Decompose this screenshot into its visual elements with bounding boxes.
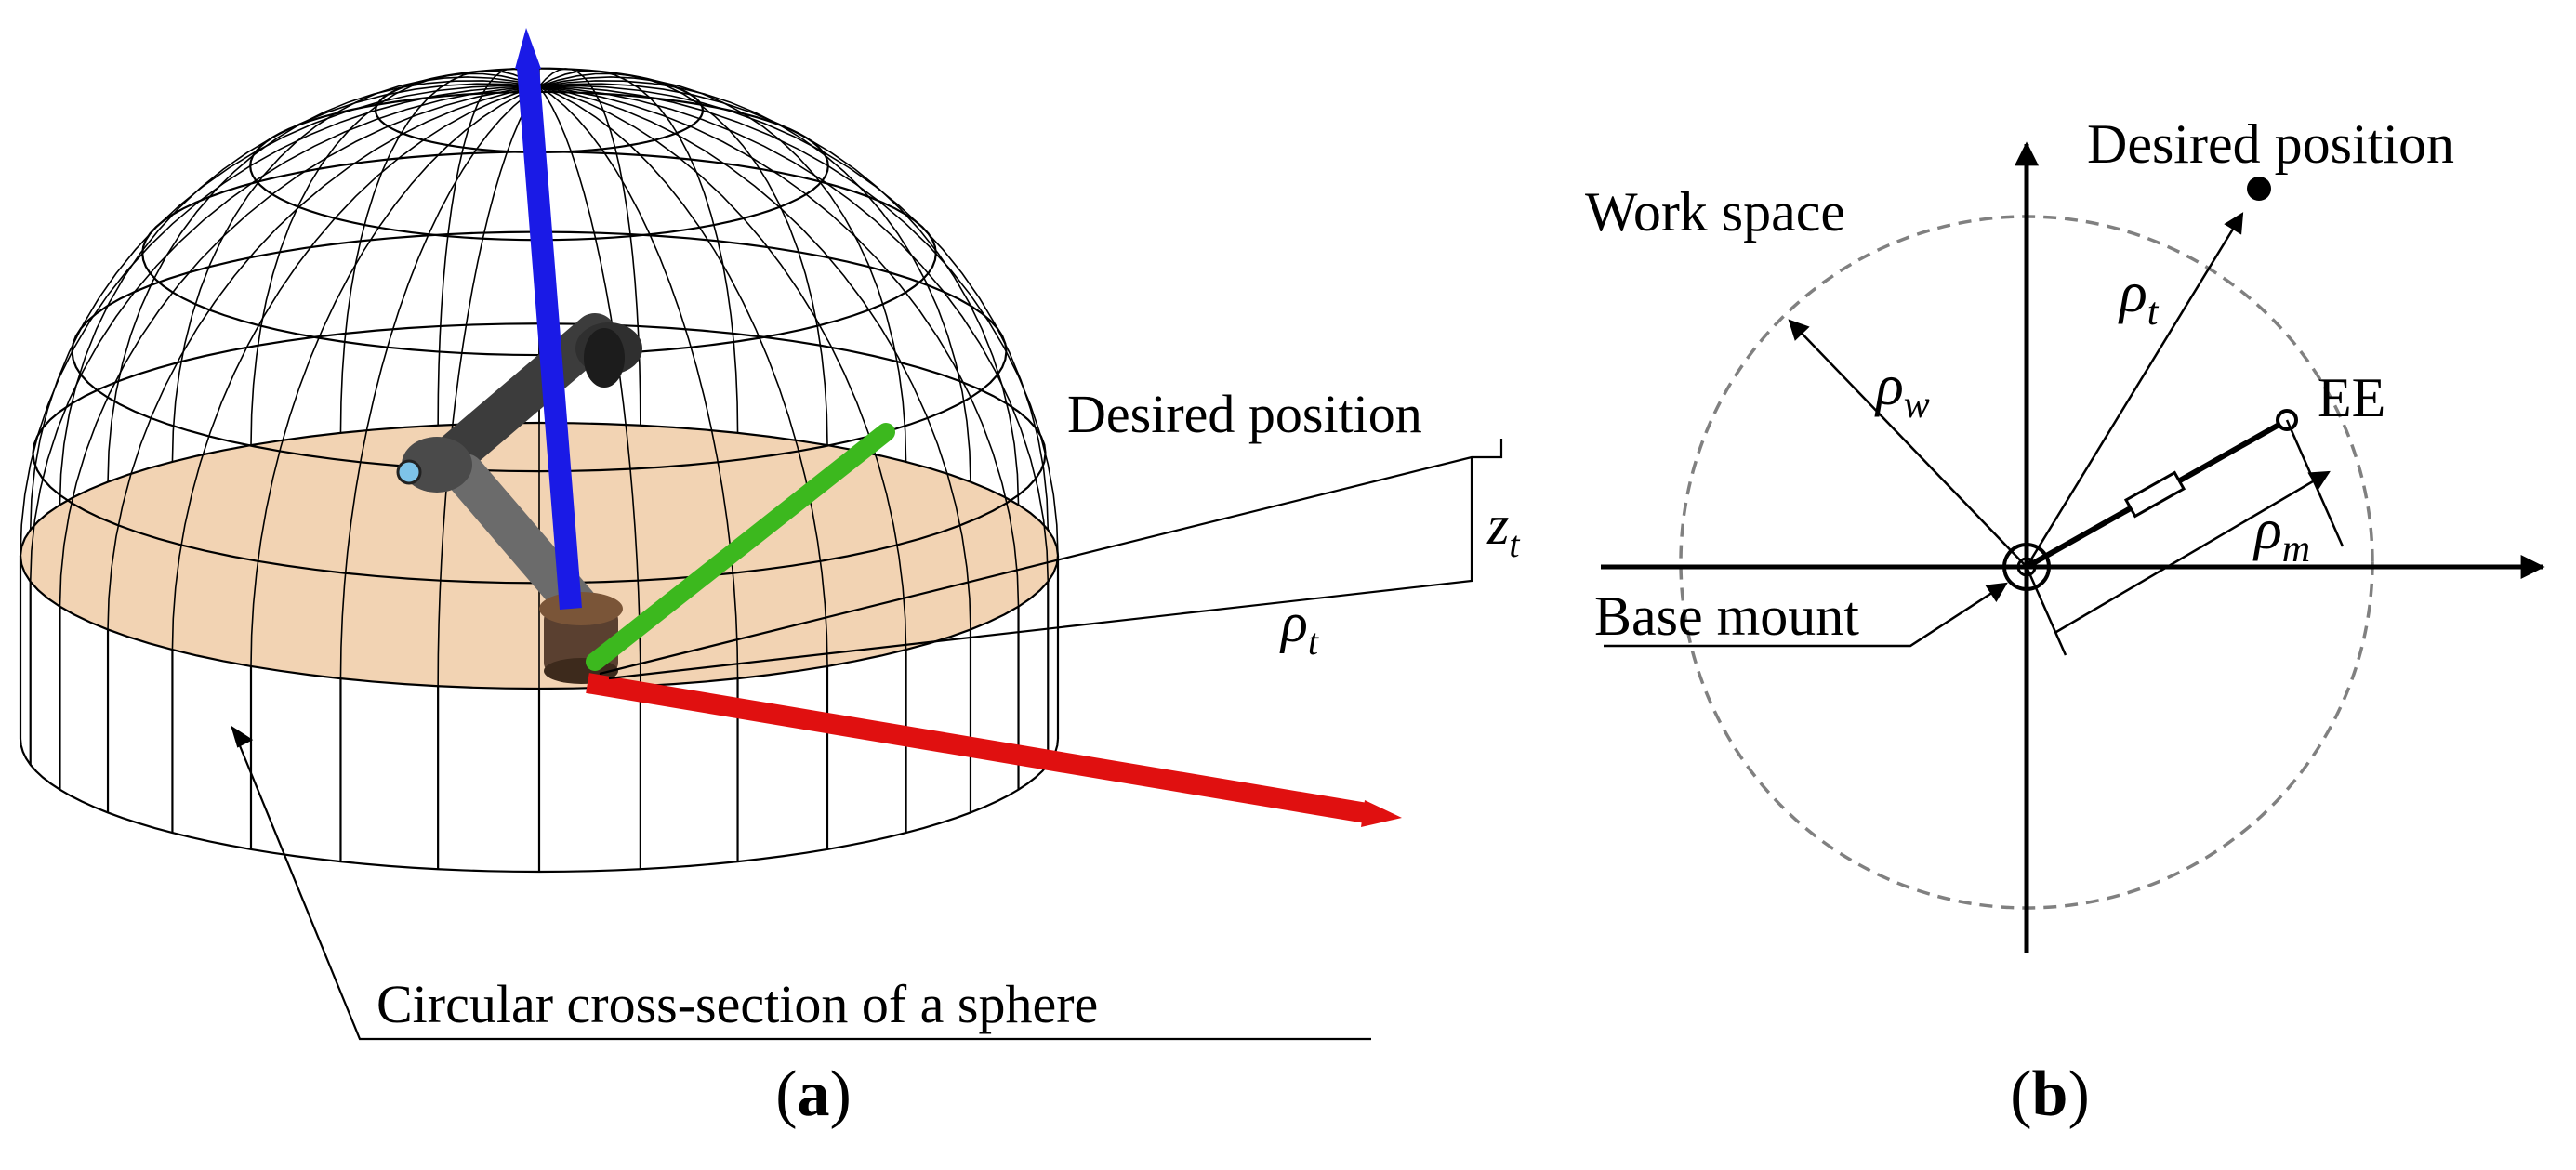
meridian-line [339, 85, 540, 679]
panel-b-top-view: Desired position Work space EE Base moun… [1585, 113, 2545, 1130]
rho-w-arrow [1788, 319, 2028, 568]
meridian-line [59, 85, 540, 607]
desired-position-dot [2247, 177, 2271, 201]
base-mount-leader [1604, 582, 2008, 648]
rho-t-subscript: t [2147, 291, 2160, 334]
y-axis-arrow [586, 423, 895, 671]
meridian-line [538, 72, 828, 446]
meridian-line [538, 85, 641, 687]
meridian-line [107, 80, 540, 482]
caption-a: (a) [775, 1058, 852, 1130]
manipulator-joint [2123, 470, 2186, 519]
meridian-line [250, 72, 540, 446]
meridian-line [171, 85, 540, 651]
meridian-line [538, 85, 1020, 607]
rho-w-symbol-char: ρ [1874, 354, 1904, 417]
meridian-line [538, 85, 1050, 582]
rho-m-symbol: ρm [2252, 498, 2310, 571]
panel-a-hemisphere: Desired position zt ρt Circular cross-se… [19, 28, 1520, 1130]
caption-b-letter: b [2032, 1058, 2068, 1130]
rho-t-symbol-a: ρt [1279, 592, 1319, 663]
rho-m-extension-line [2025, 566, 2067, 656]
meridian-line [339, 70, 540, 433]
leader-lines-a [231, 439, 1503, 1041]
work-space-label: Work space [1585, 181, 1845, 243]
meridian-line [538, 80, 971, 482]
caption-b: (b) [2010, 1058, 2090, 1130]
meridian-line [538, 85, 971, 630]
meridian-line [171, 76, 540, 462]
coordinate-axes [515, 28, 1402, 827]
cross-section-arrowhead [231, 725, 254, 748]
rho-m-symbol-char: ρ [2252, 498, 2282, 561]
cross-section-leader [231, 727, 1371, 1041]
desired-position-label-b: Desired position [2087, 113, 2454, 175]
meridian-line [107, 85, 540, 630]
meridian-line [437, 68, 540, 426]
desired-position-label-a: Desired position [1067, 384, 1422, 444]
caption-b-open: ( [2010, 1058, 2031, 1130]
z-t-symbol: zt [1486, 494, 1520, 565]
rho-subscript: t [1308, 621, 1319, 663]
rho-w-subscript: w [1904, 384, 1930, 427]
meridian-line [59, 83, 540, 506]
meridian-line [20, 85, 540, 557]
meridian-line [538, 85, 1050, 531]
rho-t-symbol-b: ρt [2118, 261, 2160, 334]
meridian-line [538, 85, 1059, 557]
base-mount-center [2016, 557, 2037, 577]
meridian-line [437, 85, 540, 687]
rho-symbol: ρ [1279, 592, 1308, 653]
caption-a-open: ( [775, 1058, 797, 1130]
meridian-line [538, 76, 907, 462]
base-mount-symbol [2002, 543, 2051, 591]
x-axis-arrow [586, 673, 1402, 827]
meridian-line [538, 70, 739, 433]
rho-w-symbol: ρw [1874, 354, 1930, 427]
wireframe-hemisphere [19, 67, 1060, 874]
rho-m-arrow [2055, 470, 2331, 634]
meridian-line [29, 85, 540, 531]
meridian-line [538, 85, 828, 666]
rho-t-arrow [2025, 212, 2244, 568]
meridian-line [29, 85, 540, 582]
meridian-line [538, 68, 641, 426]
meridian-line [538, 85, 907, 651]
caption-a-letter: a [798, 1058, 830, 1130]
rho-t-leader [608, 457, 1473, 680]
rho-m-subscript: m [2282, 528, 2310, 571]
base-mount-label: Base mount [1594, 585, 1859, 647]
cross-section-label: Circular cross-section of a sphere [376, 974, 1098, 1034]
z-axis-arrow [515, 28, 582, 610]
caption-a-close: ) [830, 1058, 852, 1130]
rho-t-symbol: ρ [2118, 261, 2147, 324]
caption-b-close: ) [2067, 1058, 2089, 1130]
z-subscript: t [1509, 523, 1520, 565]
ee-label: EE [2318, 367, 2385, 428]
z-symbol: z [1486, 494, 1509, 556]
meridian-line [250, 85, 540, 666]
desired-position-leader [599, 439, 1503, 676]
